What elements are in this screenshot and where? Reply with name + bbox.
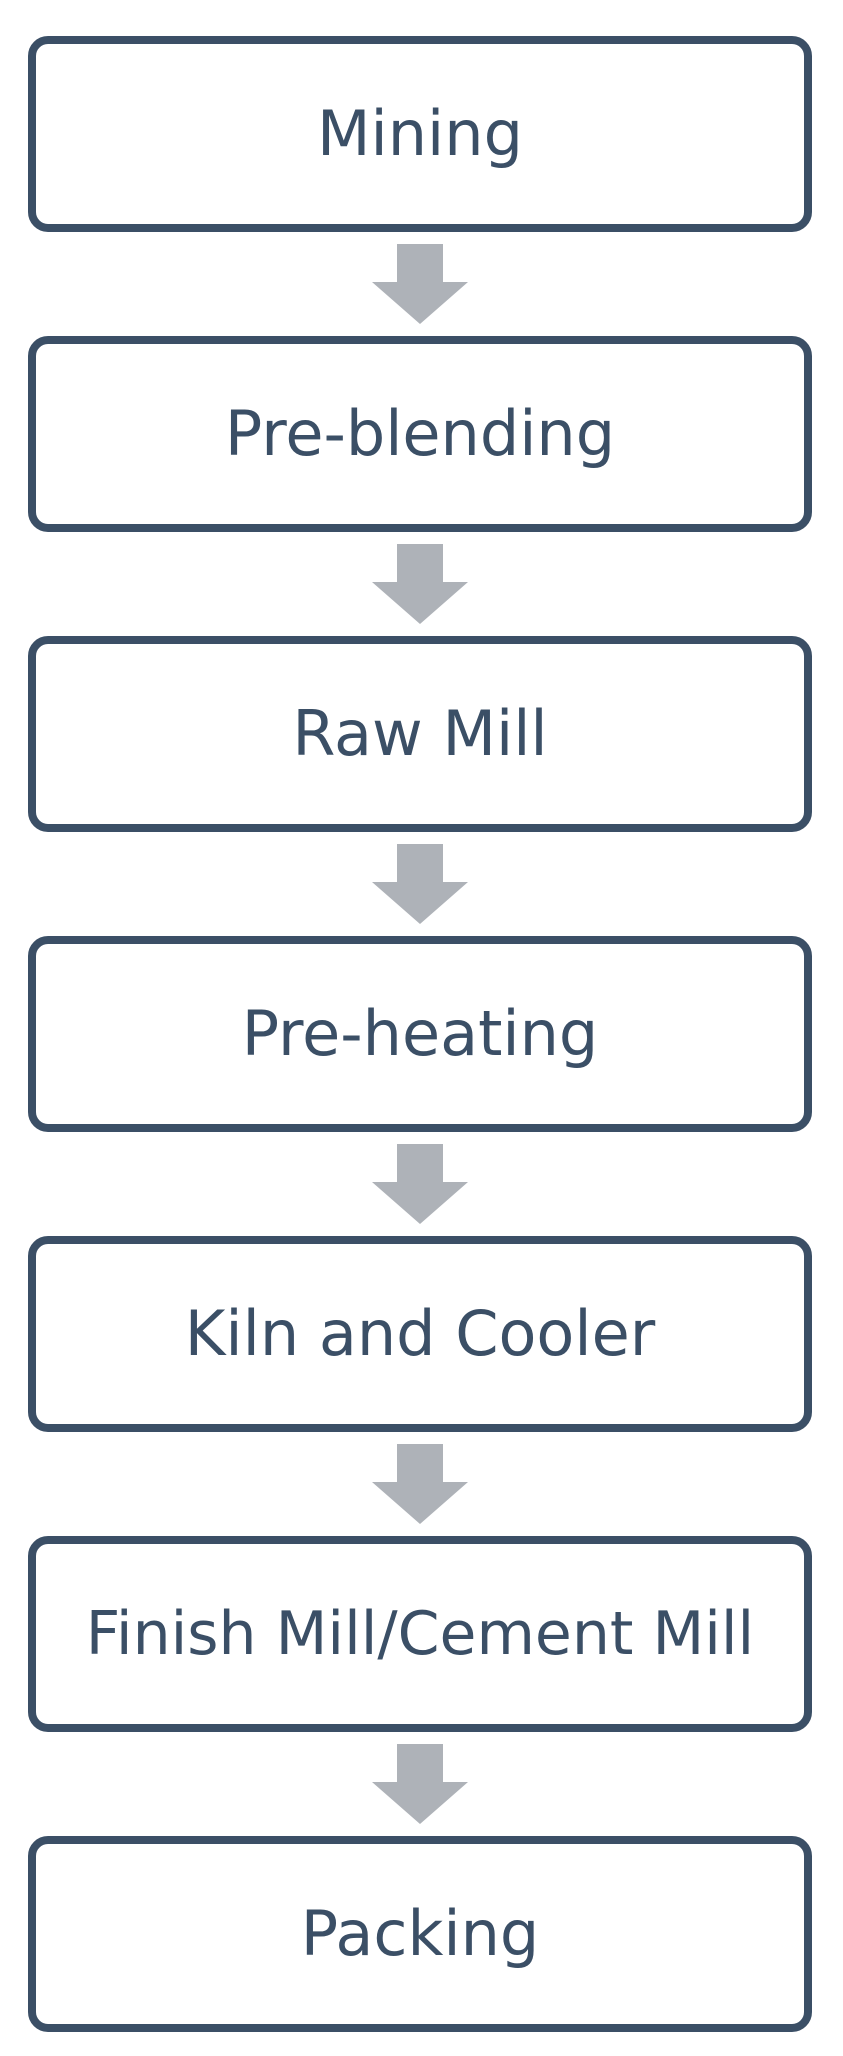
step-packing: Packing — [28, 1836, 812, 2032]
step-label: Finish Mill/Cement Mill — [85, 1599, 755, 1669]
step-finish-mill-cement-mill: Finish Mill/Cement Mill — [28, 1536, 812, 1732]
step-label: Packing — [300, 1897, 540, 1970]
down-arrow-icon — [372, 1444, 468, 1524]
down-arrow-icon — [372, 844, 468, 924]
step-label: Pre-blending — [224, 397, 616, 470]
down-arrow-icon — [372, 244, 468, 324]
step-mining: Mining — [28, 36, 812, 232]
step-label: Mining — [317, 97, 523, 170]
down-arrow-icon — [372, 544, 468, 624]
step-label: Raw Mill — [292, 697, 548, 770]
step-pre-heating: Pre-heating — [28, 936, 812, 1132]
down-arrow-icon — [372, 1144, 468, 1224]
step-label: Kiln and Cooler — [184, 1297, 656, 1370]
step-pre-blending: Pre-blending — [28, 336, 812, 532]
down-arrow-icon — [372, 1744, 468, 1824]
step-raw-mill: Raw Mill — [28, 636, 812, 832]
step-label: Pre-heating — [241, 997, 599, 1070]
step-kiln-and-cooler: Kiln and Cooler — [28, 1236, 812, 1432]
